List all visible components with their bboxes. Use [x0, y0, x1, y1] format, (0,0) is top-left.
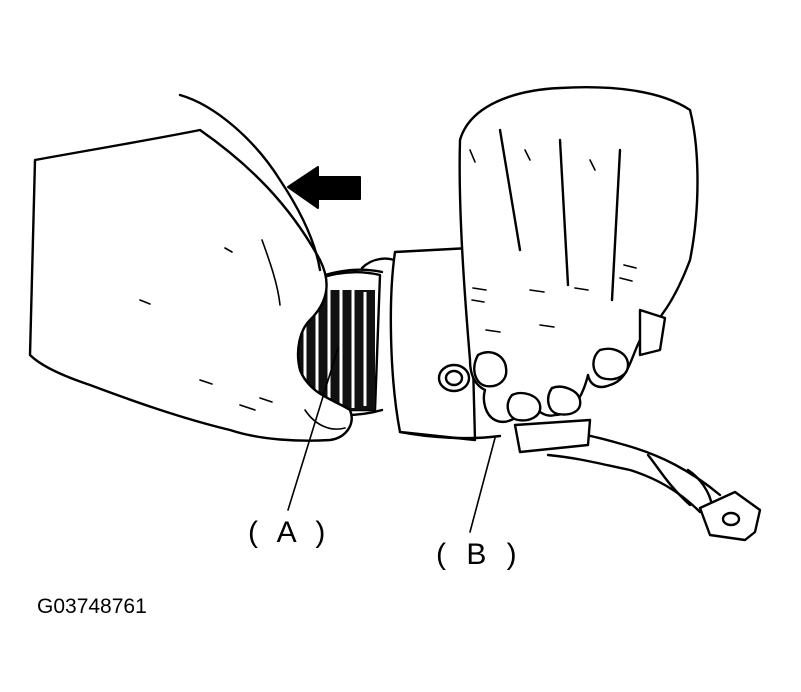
cable-with-terminal [538, 430, 762, 542]
leader-line-a [287, 347, 339, 511]
leader-line-b [469, 437, 496, 533]
left-hand [28, 93, 353, 442]
pull-direction-arrow-icon [287, 166, 361, 209]
figure-code: G03748761 [37, 595, 147, 618]
brush-holder [282, 257, 400, 417]
right-hand [458, 85, 699, 423]
callout-label-a: ( A ) [248, 516, 332, 549]
yoke-housing [389, 246, 592, 454]
callout-label-b: ( B ) [436, 538, 523, 571]
